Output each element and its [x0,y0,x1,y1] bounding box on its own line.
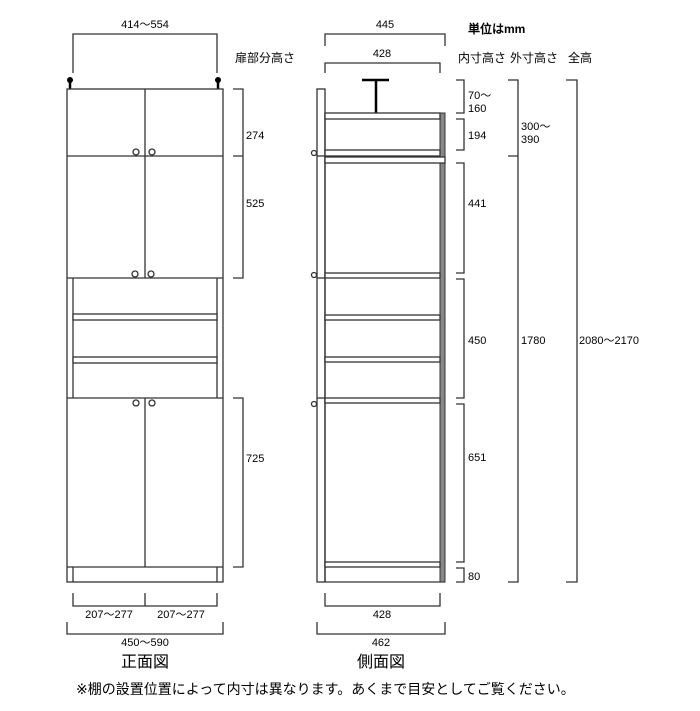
outer-height-top: 300〜 [521,121,550,133]
shelf [72,356,218,364]
door-height-dimension [233,88,244,568]
inner-height-450: 450 [468,335,486,347]
door-width-dimension [72,593,218,607]
bottom-inner-depth-dimension [324,593,441,607]
inner-height-651: 651 [468,452,486,464]
door-knob-icon [131,148,156,407]
total-height-header: 全高 [568,50,592,65]
door-side-panel [316,88,326,583]
outer-height-header: 外寸高さ [510,50,558,65]
shelf [72,313,218,321]
tension-rod-icon [362,78,389,113]
inner-depth-label: 428 [373,48,391,60]
total-width-label: 450〜590 [121,637,169,649]
outer-height-1780: 1780 [521,335,545,347]
tension-rod-icon [67,77,221,89]
front-view-title: 正面図 [121,654,169,671]
top-width-dimension [72,33,218,73]
total-height-label: 2080〜2170 [579,335,639,347]
inner-height-dimension [456,79,465,583]
outer-height-dimension [508,79,519,583]
footnote: ※棚の設置位置によって内寸は異なります。あくまで目安としてご覧ください。 [76,681,575,697]
door-width-left: 207〜277 [85,609,133,621]
unit-label: 単位はmm [468,21,525,36]
side-view-title: 側面図 [357,653,405,671]
inner-height-194: 194 [468,130,486,142]
inner-height-80: 80 [468,571,480,583]
door-height-middle: 525 [246,198,264,210]
outer-height-top-2: 390 [521,134,539,146]
front-view: 414〜554 扉部分高さ 274 525 725 207〜 [66,19,295,671]
total-width-dimension [66,622,224,635]
door-width-right: 207〜277 [157,609,205,621]
inner-depth-dimension [324,62,441,73]
inner-height-header: 内寸高さ [458,50,506,65]
outer-depth-label: 445 [376,19,394,31]
bottom-inner-depth-label: 428 [373,609,391,621]
door-height-lower: 725 [246,453,264,465]
side-view: 445 428 428 462 側面図 [310,19,446,671]
total-height-dimension [566,79,578,583]
inner-height-top-2: 160 [468,103,486,115]
inner-height-441: 441 [468,198,486,210]
back-panel [439,112,446,583]
door-height-upper: 274 [246,130,264,142]
bottom-outer-depth-dimension [316,622,446,635]
bottom-outer-depth-label: 462 [372,637,390,649]
top-width-label: 414〜554 [121,19,169,31]
outer-depth-dimension [324,33,446,46]
door-height-header: 扉部分高さ [235,50,295,65]
door-knob-icon [310,149,318,408]
inner-height-top: 70〜 [468,90,491,102]
